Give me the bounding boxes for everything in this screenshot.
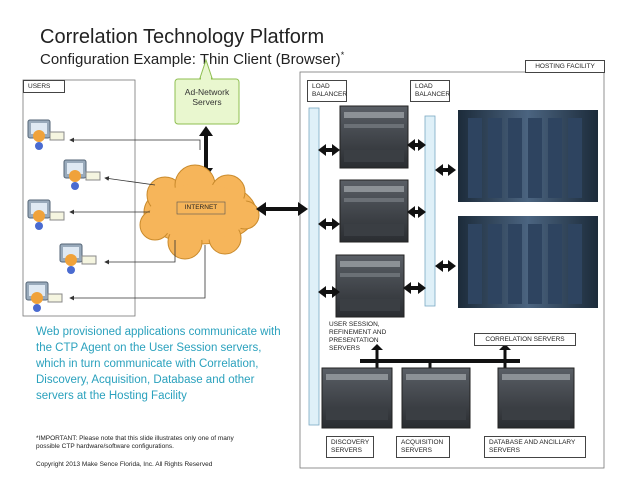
internet-label-box <box>176 201 226 215</box>
hosting-facility-label: HOSTING FACILITY <box>525 60 605 73</box>
user-session-server-3 <box>335 254 405 318</box>
user-icon-2 <box>63 159 101 190</box>
acquisition-server <box>401 367 471 429</box>
user-session-server-2 <box>339 179 409 243</box>
discovery-server <box>321 367 393 429</box>
page-subtitle: Configuration Example: Thin Client (Brow… <box>40 50 344 68</box>
important-note: *IMPORTANT: Please note that this slide … <box>36 435 234 450</box>
correlation-rack-1 <box>458 110 598 202</box>
ad-network-label: Ad-Network Servers <box>184 87 230 107</box>
acquisition-servers-label: ACQUISITION SERVERS <box>396 436 450 458</box>
server-bus <box>360 344 520 368</box>
load-balancer-column-2 <box>424 115 436 307</box>
lb2-rack-arrows <box>435 164 456 272</box>
users-box <box>22 79 136 317</box>
copyright-text: Copyright 2013 Make Sence Florida, Inc. … <box>36 461 213 468</box>
user-icon-3 <box>27 199 65 230</box>
ad-network-pointer <box>199 58 213 79</box>
subtitle-text: Configuration Example: Thin Client (Brow… <box>40 51 341 68</box>
database-server <box>497 367 575 429</box>
load-balancer-label-2: LOAD BALANCER <box>410 80 450 102</box>
user-connections <box>69 137 206 301</box>
user-icon-5 <box>25 281 63 312</box>
user-session-server-1 <box>339 105 409 169</box>
description-text: Web provisioned applications communicate… <box>36 326 281 402</box>
user-session-label: USER SESSION, REFINEMENT AND PRESENTATIO… <box>329 321 387 352</box>
internet-label: INTERNET <box>184 204 218 211</box>
users-label: USERS <box>23 80 65 93</box>
user-icon-1 <box>27 119 65 150</box>
load-balancer-label-1: LOAD BALANCER <box>307 80 347 102</box>
discovery-servers-label: DISCOVERY SERVERS <box>326 436 374 458</box>
lb1-server-arrows <box>318 144 340 298</box>
correlation-rack-2 <box>458 216 598 308</box>
page-title: Correlation Technology Platform <box>40 26 325 48</box>
server-lb2-arrows <box>403 139 426 294</box>
correlation-servers-label: CORRELATION SERVERS <box>474 333 576 346</box>
load-balancer-column-1 <box>308 107 320 426</box>
internet-hosting-arrow <box>256 202 308 216</box>
user-icon-4 <box>59 243 97 274</box>
database-servers-label: DATABASE AND ANCILLARY SERVERS <box>484 436 586 458</box>
subtitle-mark: * <box>340 50 345 60</box>
